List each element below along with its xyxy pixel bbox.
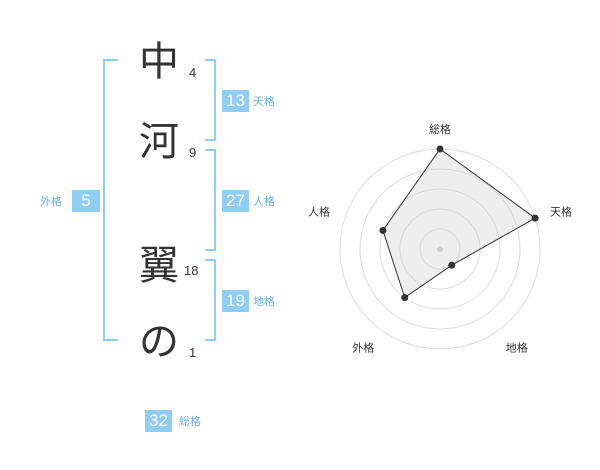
jinkaku-badge: 27 xyxy=(222,190,249,212)
radar-axis-label-4: 外格 xyxy=(352,341,374,355)
radar-axis-label-5: 人格 xyxy=(308,204,330,218)
radar-point-5 xyxy=(379,226,387,234)
radar-polygon xyxy=(382,148,537,299)
radar-axis-label-2: 天格 xyxy=(550,204,572,218)
chikaku-label: 地格 xyxy=(253,295,275,308)
stroke-count-3: 18 xyxy=(184,263,199,278)
radar-point-2 xyxy=(531,214,539,222)
tenkaku-badge: 13 xyxy=(222,90,249,112)
stroke-count-1: 4 xyxy=(189,65,197,80)
radar-point-4 xyxy=(401,294,409,302)
soukaku-badge: 32 xyxy=(145,410,172,432)
tenkaku-label: 天格 xyxy=(253,95,275,108)
outer-bracket xyxy=(103,59,118,341)
radar-point-3 xyxy=(448,261,456,269)
name-char-3: 翼 xyxy=(139,243,179,289)
radar-axis-label-3: 地格 xyxy=(506,341,528,355)
name-char-1: 中 xyxy=(139,39,179,85)
radar-ring-1 xyxy=(419,228,461,270)
radar-ring-3 xyxy=(379,188,501,310)
stroke-count-4: 1 xyxy=(189,345,197,360)
name-char-2: 河 xyxy=(139,119,179,165)
stroke-count-2: 9 xyxy=(189,145,197,160)
radar-ring-4 xyxy=(359,168,521,330)
radar-point-1 xyxy=(436,145,444,153)
gaikaku-badge: 5 xyxy=(72,190,100,212)
chikaku-badge: 19 xyxy=(222,290,249,312)
soukaku-label: 総格 xyxy=(179,415,201,428)
radar-axis-label-1: 総格 xyxy=(429,122,451,136)
chikaku-bracket xyxy=(205,259,216,341)
name-char-4: の xyxy=(139,319,179,365)
tenkaku-bracket xyxy=(205,59,216,141)
jinkaku-label: 人格 xyxy=(253,195,275,208)
jinkaku-bracket xyxy=(205,149,216,251)
radar-center-dot xyxy=(437,246,443,252)
gaikaku-label: 外格 xyxy=(40,195,62,208)
